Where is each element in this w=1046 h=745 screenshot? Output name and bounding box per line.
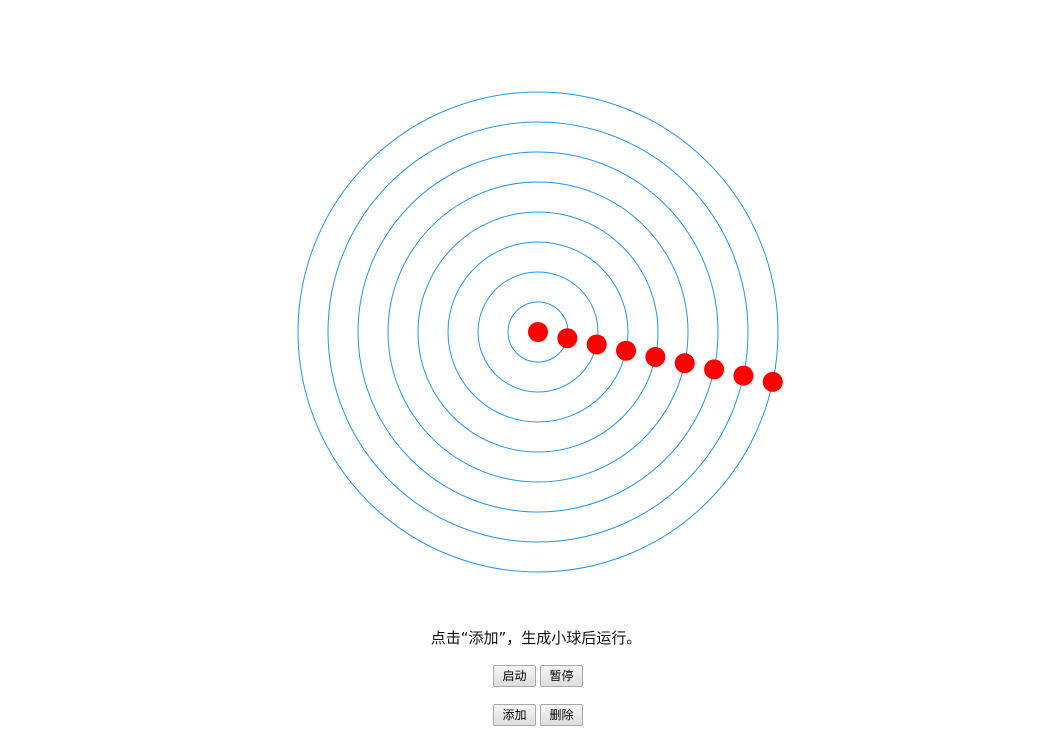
orbit-ball xyxy=(557,328,578,349)
orbit-ball xyxy=(762,371,783,392)
pause-button[interactable]: 暂停 xyxy=(540,665,583,687)
instruction-text: 点击“添加”，生成小球后运行。 xyxy=(430,629,642,647)
orbit-ring xyxy=(387,181,689,483)
orbit-balls xyxy=(528,322,783,392)
orbit-ring xyxy=(447,241,629,423)
orbit-ring xyxy=(327,121,749,543)
orbit-ball xyxy=(704,359,725,380)
add-button[interactable]: 添加 xyxy=(493,704,536,726)
orbit-ring xyxy=(357,151,719,513)
orbit-ball xyxy=(733,365,754,386)
orbit-ball xyxy=(616,340,637,361)
orbit-ball xyxy=(674,353,695,374)
orbit-rings xyxy=(297,91,779,573)
orbit-ball xyxy=(645,346,666,367)
start-button[interactable]: 启动 xyxy=(493,665,536,687)
control-row-edit: 添加删除 xyxy=(0,704,1046,726)
control-row-run: 启动暂停 xyxy=(0,665,1046,687)
orbit-ring xyxy=(297,91,779,573)
orbit-ball xyxy=(528,322,548,342)
orbit-ball xyxy=(586,334,607,355)
orbit-canvas xyxy=(297,91,783,573)
orbit-ring xyxy=(417,211,659,453)
delete-button[interactable]: 删除 xyxy=(540,704,583,726)
orbit-ring xyxy=(477,271,599,393)
